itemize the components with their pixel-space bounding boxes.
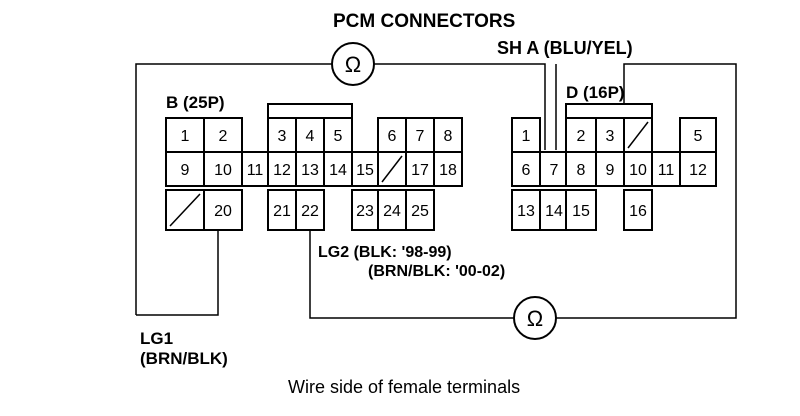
connector-d-pin-label: 11 (658, 162, 675, 179)
connector-b-pin (241, 151, 269, 187)
connector-b-pin-label: 14 (329, 162, 347, 179)
connector-d-pin-label: 3 (606, 128, 615, 145)
connector-b-pin (377, 117, 407, 153)
connector-d-pin-label: 2 (577, 128, 586, 145)
connector-b-pin-label: 7 (416, 128, 425, 145)
connector-b-pin-label: 6 (388, 128, 397, 145)
connector-b-pin-label: 12 (273, 162, 291, 179)
connector-d-pin (595, 151, 625, 187)
connector-d-pin-label: 14 (545, 203, 563, 220)
connector-b-pin-label: 20 (214, 203, 232, 220)
connector-d-pin (651, 151, 681, 187)
connector-b-latch (267, 103, 353, 118)
connector-b-pin (203, 151, 243, 187)
connector-b-pin-label: 2 (219, 128, 228, 145)
connector-b-pin (165, 151, 205, 187)
connector-b-pin (295, 189, 325, 231)
connector-b-label: B (25P) (166, 93, 225, 112)
connector-b-pin-label: 10 (214, 162, 232, 179)
connector-d-pin-label: 9 (606, 162, 615, 179)
connector-b-pin-label: 23 (356, 203, 374, 220)
connector-d-pin-label: 5 (694, 128, 703, 145)
top-wire-left (135, 63, 332, 315)
connector-b-pin (405, 189, 435, 231)
connector-b-pin (203, 189, 243, 231)
lg2-label-line1: LG2 (BLK: '98-99) (318, 244, 452, 261)
connector-b-pin (267, 151, 297, 187)
connector-d-pin-label: 12 (689, 162, 707, 179)
connector-b-pin-label: 18 (439, 162, 457, 179)
sha-label: SH A (BLU/YEL) (497, 38, 633, 58)
connector-b-pin-label: 13 (301, 162, 319, 179)
connector-b-pin (323, 117, 353, 153)
connector-d-pin (679, 117, 717, 153)
connector-d-label: D (16P) (566, 83, 625, 102)
ohmmeter-bottom: Ω (513, 296, 557, 340)
connector-b-pin-label: 21 (273, 203, 291, 220)
connector-b-pin-label: 3 (278, 128, 287, 145)
connector-b-pin-label: 25 (411, 203, 429, 220)
connector-d-pin-label: 13 (517, 203, 535, 220)
lg1-wire (136, 230, 219, 316)
connector-b-pin (377, 189, 407, 231)
connector-b-pin-label: 4 (306, 128, 315, 145)
connector-b-pin-label: 17 (411, 162, 429, 179)
connector-b-pin-label: 22 (301, 203, 319, 220)
blocked-cavity-mark (169, 193, 201, 227)
connector-b-pin-label: 15 (356, 162, 374, 179)
connector-d-pin (539, 151, 569, 187)
lg2-wire (309, 230, 514, 319)
connector-d-pin-label: 8 (577, 162, 586, 179)
connector-d-pin-label: 1 (522, 128, 531, 145)
lg1-label-line1: LG1 (140, 329, 173, 348)
ohm-symbol-top: Ω (345, 52, 361, 77)
connector-b-pin-label: 24 (383, 203, 401, 220)
diagram-title: PCM CONNECTORS (333, 11, 515, 32)
connector-d-pin-label: 15 (572, 203, 590, 220)
connector-b-pin-label: 8 (444, 128, 453, 145)
connector-b-pin (433, 151, 463, 187)
connector-b-pin (203, 117, 243, 153)
caption: Wire side of female terminals (288, 377, 520, 397)
connector-d-pin (565, 189, 597, 231)
connector-d-pin-label: 7 (550, 162, 559, 179)
top-wire-right (374, 63, 546, 150)
connector-d-pin (511, 117, 541, 153)
connector-d-latch (565, 103, 653, 118)
lg1-label-line2: (BRN/BLK) (140, 349, 228, 368)
connector-d-pin (679, 151, 717, 187)
ohm-symbol-bottom: Ω (527, 306, 543, 331)
connector-d-pin (565, 151, 597, 187)
connector-d-pin (623, 189, 653, 231)
blocked-cavity-mark (627, 121, 649, 149)
connector-b-pin (323, 151, 353, 187)
connector-b-pin-label: 5 (334, 128, 343, 145)
connector-b-pin (433, 117, 463, 153)
wiring (135, 63, 737, 319)
connector-b-pin-label: 1 (181, 128, 190, 145)
connector-b-pin (295, 151, 325, 187)
ohmmeter-top: Ω (331, 42, 375, 86)
connector-b-pin-label: 11 (247, 162, 264, 179)
bottom-wire-right (556, 63, 737, 319)
connector-b-pin-label: 9 (181, 162, 190, 179)
connector-d-pin-label: 10 (629, 162, 647, 179)
connector-d-pin-label: 16 (629, 203, 647, 220)
connector-d-pin (539, 189, 569, 231)
blocked-cavity-mark (381, 155, 403, 183)
connector-b-pin (405, 151, 435, 187)
connector-b-pin (351, 189, 379, 231)
connector-d-pin-label: 6 (522, 162, 531, 179)
lg2-label-line2: (BRN/BLK: '00-02) (368, 263, 505, 280)
